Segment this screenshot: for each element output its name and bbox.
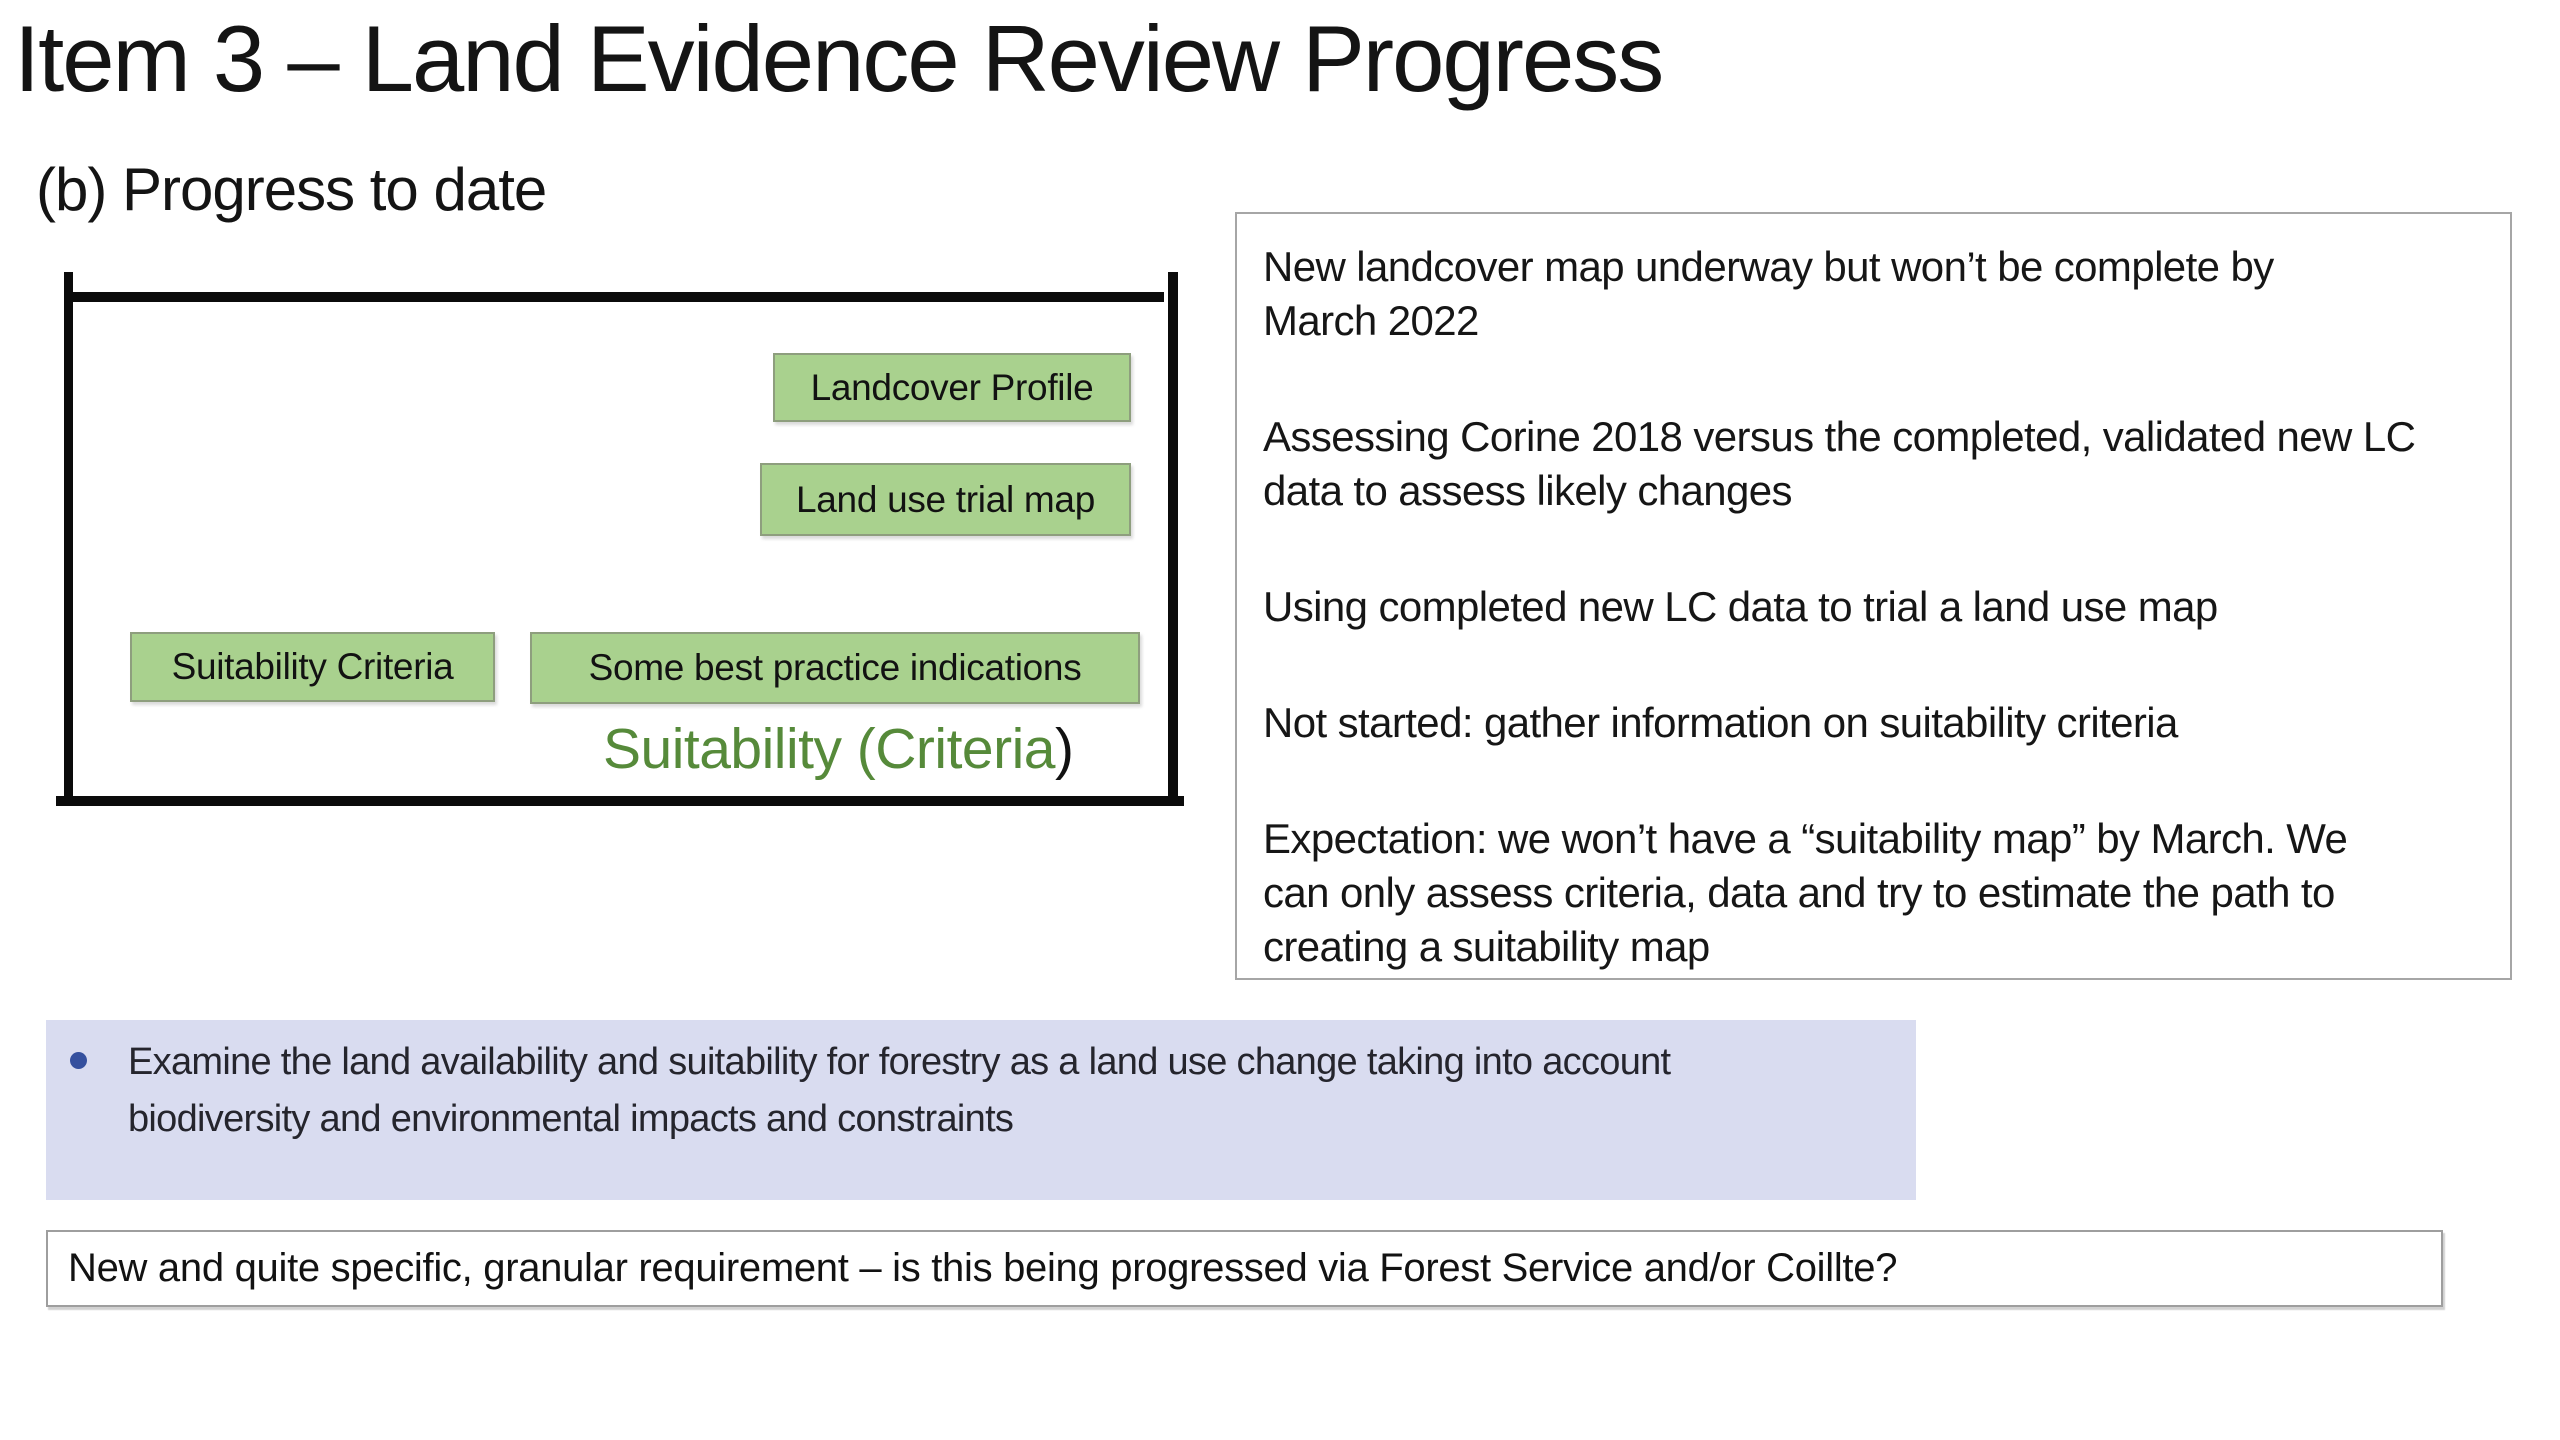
label-box-text: Suitability Criteria (171, 646, 454, 687)
notes-line: Assessing Corine 2018 versus the complet… (1263, 413, 2416, 460)
page-subtitle: (b) Progress to date (36, 156, 547, 223)
highlight-bullet-line: Examine the land availability and suitab… (128, 1041, 1671, 1083)
label-box-text: Land use trial map (795, 478, 1095, 520)
diagram-caption-black-paren: ) (1054, 717, 1074, 781)
notes-line: Not started: gather information on suita… (1263, 699, 2178, 746)
label-box-landcover-profile: Landcover Profile (773, 353, 1131, 422)
label-box-text: Some best practice indications (588, 647, 1082, 688)
label-box-text: Landcover Profile (810, 366, 1094, 408)
comment-text: New and quite specific, granular require… (68, 1246, 1898, 1290)
page-title: Item 3 – Land Evidence Review Progress (14, 6, 1664, 111)
notes-line: Expectation: we won’t have a “suitabilit… (1263, 815, 2348, 862)
label-box-land-use-trial-map: Land use trial map (760, 463, 1131, 536)
diagram-caption: Suitability (Criteria) (603, 714, 1074, 784)
label-box-suitability-criteria: Suitability Criteria (130, 632, 495, 702)
notes-line: Using completed new LC data to trial a l… (1263, 583, 2218, 630)
notes-line: New landcover map underway but won’t be … (1263, 243, 2274, 290)
notes-line: March 2022 (1263, 297, 1479, 344)
highlight-bullet-box: Examine the land availability and suitab… (46, 1020, 1916, 1200)
bullet-icon (70, 1052, 87, 1069)
diagram-frame-top-line (64, 292, 1164, 302)
diagram-frame-right-line (1168, 272, 1178, 802)
diagram-frame-bottom-line (56, 796, 1184, 806)
comment-box: New and quite specific, granular require… (46, 1230, 2443, 1307)
notes-panel: New landcover map underway but won’t be … (1235, 212, 2512, 980)
diagram-frame-left-line (64, 272, 73, 796)
notes-line: creating a suitability map (1263, 923, 1710, 970)
highlight-bullet-text: Examine the land availability and suitab… (128, 1034, 1671, 1148)
notes-line: data to assess likely changes (1263, 467, 1793, 514)
notes-line: can only assess criteria, data and try t… (1263, 869, 2335, 916)
diagram-caption-green-text: Suitability (Criteria (603, 717, 1055, 781)
highlight-bullet-line: biodiversity and environmental impacts a… (128, 1098, 1014, 1140)
label-box-best-practice-indications: Some best practice indications (530, 632, 1140, 704)
